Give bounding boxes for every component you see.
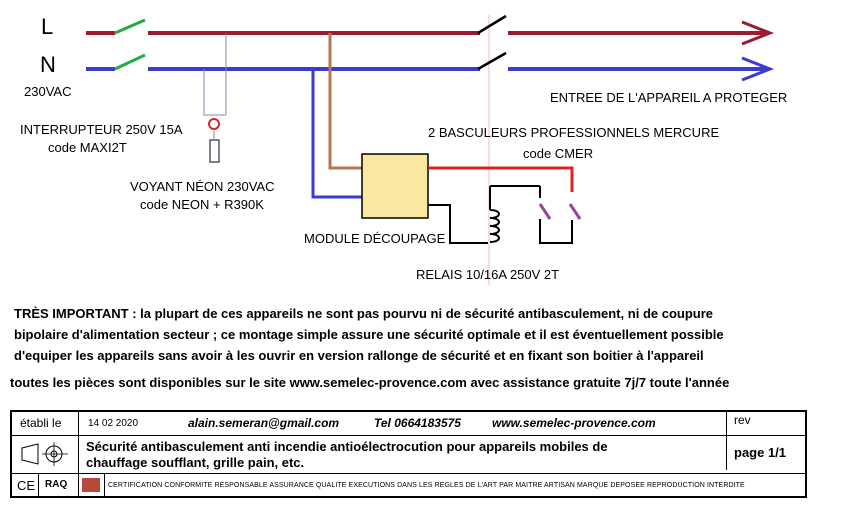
module-neutral-feed — [311, 69, 362, 199]
tilt-circuit-red — [428, 166, 574, 192]
established-label: établi le — [20, 416, 62, 430]
tilt-code: code CMER — [523, 146, 594, 161]
neon-label: VOYANT NÉON 230VAC — [130, 179, 275, 194]
rev-label: rev — [734, 413, 751, 427]
relay-contacts — [477, 14, 507, 71]
relay-label: RELAIS 10/16A 250V 2T — [416, 267, 560, 282]
neon-indicator — [203, 33, 227, 163]
note-line-2: bipolaire d'alimentation secteur ; ce mo… — [14, 327, 724, 342]
email-value: alain.semeran@gmail.com — [188, 416, 340, 430]
description: Sécurité antibasculement anti incendie a… — [86, 439, 608, 471]
resistor-icon — [209, 139, 220, 163]
website-value: www.semelec-provence.com — [492, 416, 656, 430]
projection-symbol-icon — [18, 438, 72, 475]
neon-lamp-icon — [208, 118, 220, 130]
description-line-1: Sécurité antibasculement anti incendie a… — [86, 439, 608, 454]
note-line-4: toutes les pièces sont disponibles sur l… — [10, 375, 730, 390]
phase-label: L — [41, 14, 54, 39]
neutral-label: N — [40, 52, 56, 77]
neon-code: code NEON + R390K — [140, 197, 264, 212]
raq-label: RAQ — [45, 479, 68, 490]
voltage-label: 230VAC — [24, 84, 72, 99]
module-label: MODULE DÉCOUPAGE — [304, 231, 446, 246]
ce-mark-icon: CE — [17, 478, 36, 493]
appliance-label: ENTREE DE L'APPAREIL A PROTEGER — [550, 90, 788, 105]
switch-label: INTERRUPTEUR 250V 15A — [20, 122, 183, 137]
relay-coil-icon — [489, 185, 541, 243]
module-to-coil — [428, 204, 488, 244]
neutral-wire — [86, 56, 775, 82]
title-block: établi le 14 02 2020 alain.semeran@gmail… — [10, 410, 807, 498]
module-phase-feed — [328, 33, 362, 170]
switch-code: code MAXI2T — [48, 140, 127, 155]
phone-value: Tel 0664183575 — [374, 416, 461, 430]
main-switch — [114, 18, 146, 71]
tilt-label: 2 BASCULEURS PROFESSIONNELS MERCURE — [428, 125, 720, 140]
note-line-3: d'equiper les appareils sans avoir à les… — [14, 348, 704, 363]
cutoff-module — [361, 153, 429, 219]
date-value: 14 02 2020 — [88, 418, 139, 429]
note-line-1: TRÈS IMPORTANT : la plupart de ces appar… — [14, 306, 714, 321]
page-number: page 1/1 — [734, 445, 787, 460]
artisan-badge-icon — [82, 478, 100, 492]
certification-text: CERTIFICATION CONFORMITE RESPONSABLE ASS… — [108, 482, 745, 489]
mercury-tilt-switches — [538, 203, 582, 244]
description-line-2: chauffage soufflant, grille pain, etc. — [86, 455, 305, 470]
phase-wire — [86, 20, 775, 46]
